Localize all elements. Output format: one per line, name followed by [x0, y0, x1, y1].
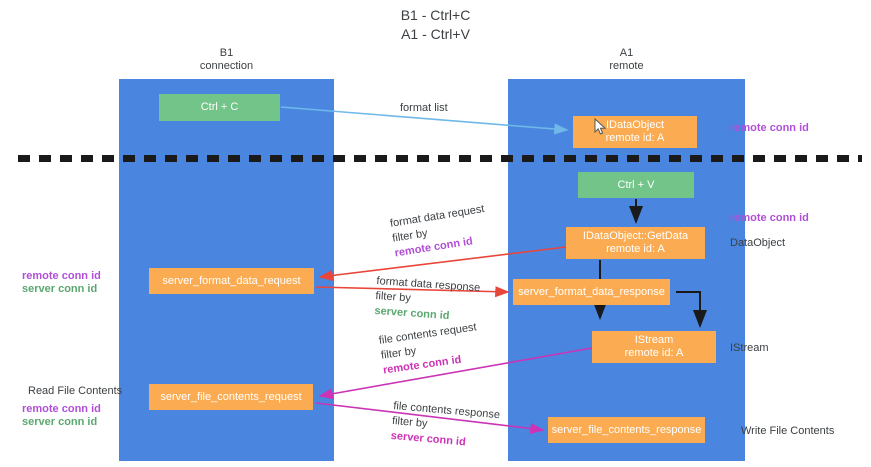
node-istream[interactable]: IStream remote id: A — [592, 331, 716, 363]
column-header-b1-name: B1 — [219, 47, 234, 59]
annotation-write-file-contents: Write File Contents — [741, 425, 835, 437]
title-line-2: A1 - Ctrl+V — [401, 26, 470, 42]
node-idataobject-remote-id: remote id: A — [605, 132, 665, 144]
node-istream-label: IStream — [634, 334, 674, 346]
node-ctrl-v-label: Ctrl + V — [617, 178, 655, 191]
annotation-dataobject: DataObject — [730, 237, 786, 249]
annotation-read-file-contents: Read File Contents — [28, 385, 123, 397]
node-istream-remote-id: remote id: A — [624, 347, 684, 359]
edge-label-format-data-response-group: format data response filter by server co… — [374, 274, 481, 326]
node-idataobject[interactable]: IDataObject remote id: A — [573, 116, 697, 148]
node-ctrl-c[interactable]: Ctrl + C — [159, 94, 280, 121]
page-title: B1 - Ctrl+C A1 - Ctrl+V — [0, 6, 871, 44]
node-idataobject-getdata[interactable]: IDataObject::GetData remote id: A — [566, 227, 705, 259]
node-sfc-response-label: server_file_contents_response — [551, 423, 702, 436]
node-server-file-contents-request[interactable]: server_file_contents_request — [149, 384, 313, 410]
node-ctrl-v[interactable]: Ctrl + V — [578, 172, 694, 198]
column-header-b1: B1 connection — [119, 47, 334, 73]
node-ctrl-c-label: Ctrl + C — [200, 101, 239, 113]
column-header-b1-role: connection — [199, 60, 254, 72]
annotation-left-server-conn-id-mid: server conn id — [22, 283, 98, 295]
edge-label-format-data-request-group: format data request filter by remote con… — [389, 202, 490, 261]
node-server-format-data-response[interactable]: server_format_data_response — [513, 279, 670, 305]
node-getdata-label: IDataObject::GetData — [582, 230, 689, 242]
node-server-format-data-request[interactable]: server_format_data_request — [149, 268, 314, 294]
column-header-a1: A1 remote — [508, 47, 745, 73]
annotation-left-remote-conn-id-mid: remote conn id — [22, 270, 101, 282]
edge-label-format-list: format list — [400, 102, 448, 114]
annotation-istream: IStream — [730, 342, 769, 354]
column-header-a1-name: A1 — [619, 47, 634, 59]
node-sfd-response-label: server_format_data_response — [518, 285, 665, 298]
column-header-a1-role: remote — [609, 60, 644, 72]
annotation-remote-conn-id-mid: remote conn id — [730, 212, 809, 224]
edge-label-file-contents-response-group: file contents response filter by server … — [390, 399, 501, 453]
annotation-left-server-conn-id-bottom: server conn id — [22, 416, 98, 428]
title-line-1: B1 - Ctrl+C — [400, 7, 471, 23]
annotation-left-remote-conn-id-bottom: remote conn id — [22, 403, 101, 415]
node-sfd-request-label: server_format_data_request — [162, 274, 301, 287]
node-idataobject-label: IDataObject — [605, 119, 665, 131]
edge-label-file-contents-request-group: file contents request filter by remote c… — [378, 320, 482, 378]
node-server-file-contents-response[interactable]: server_file_contents_response — [548, 417, 705, 443]
annotation-remote-conn-id-top: remote conn id — [730, 122, 809, 134]
node-sfc-request-label: server_file_contents_request — [160, 390, 302, 403]
node-getdata-remote-id: remote id: A — [606, 243, 665, 255]
mouse-cursor-icon — [594, 118, 607, 135]
